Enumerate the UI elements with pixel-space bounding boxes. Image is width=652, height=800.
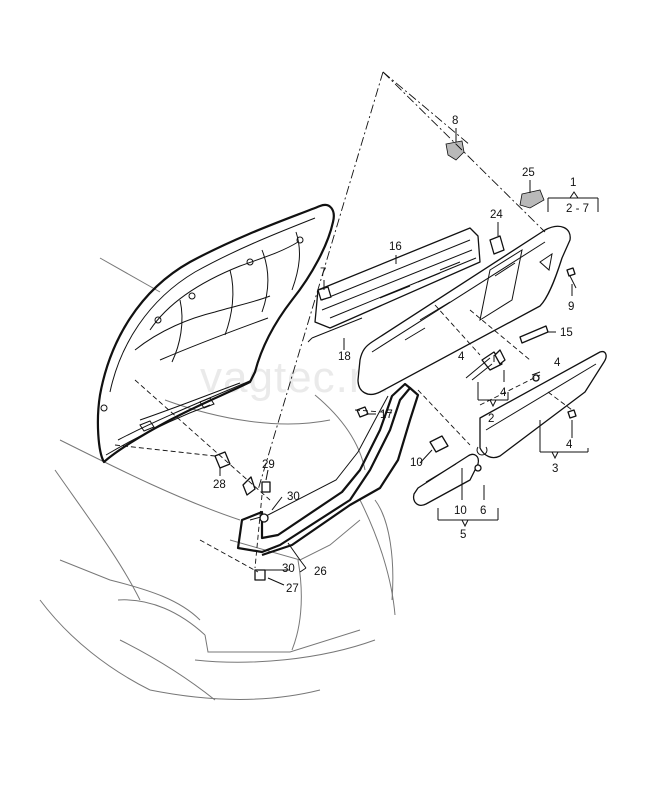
car-body bbox=[39, 257, 396, 701]
label-8: 8 bbox=[452, 115, 458, 127]
leader-lines bbox=[219, 128, 599, 586]
side-cover-5 bbox=[412, 453, 480, 506]
label-16: 16 bbox=[389, 241, 402, 253]
label-10-a: 10 bbox=[410, 457, 423, 469]
label-30-b: 30 bbox=[282, 563, 295, 575]
label-27: 27 bbox=[286, 583, 299, 595]
side-cover-3 bbox=[479, 350, 607, 459]
label-28: 28 bbox=[213, 479, 226, 491]
label-10-b: 10 bbox=[454, 505, 467, 517]
label-18: 18 bbox=[338, 351, 351, 363]
small-parts bbox=[214, 140, 577, 581]
label-4-d: 4 bbox=[566, 439, 573, 451]
label-4-b: 4 bbox=[500, 387, 507, 399]
trim-panel-1 bbox=[357, 225, 571, 395]
label-9: 9 bbox=[568, 301, 574, 313]
label-4-a: 4 bbox=[458, 351, 465, 363]
label-6: 6 bbox=[480, 505, 486, 517]
label-1: 1 bbox=[570, 177, 576, 189]
label-15: 15 bbox=[560, 327, 573, 339]
label-2: 2 bbox=[488, 413, 494, 425]
watermark: vagtec.ru bbox=[200, 353, 390, 402]
label-17: 17 bbox=[380, 409, 393, 421]
callout-labels: 1 2 - 7 2 3 4 4 4 4 5 6 7 8 9 10 10 15 1… bbox=[213, 115, 589, 595]
label-3: 3 bbox=[552, 463, 558, 475]
label-24: 24 bbox=[490, 209, 503, 221]
label-29: 29 bbox=[262, 459, 275, 471]
label-7: 7 bbox=[320, 267, 326, 279]
trim-strip-upper bbox=[307, 227, 481, 343]
label-25: 25 bbox=[522, 167, 535, 179]
label-5: 5 bbox=[460, 529, 466, 541]
tailgate bbox=[96, 203, 335, 464]
label-2-7: 2 - 7 bbox=[566, 203, 589, 215]
label-30-a: 30 bbox=[287, 491, 300, 503]
label-4-c: 4 bbox=[554, 357, 561, 369]
label-26: 26 bbox=[314, 566, 327, 578]
